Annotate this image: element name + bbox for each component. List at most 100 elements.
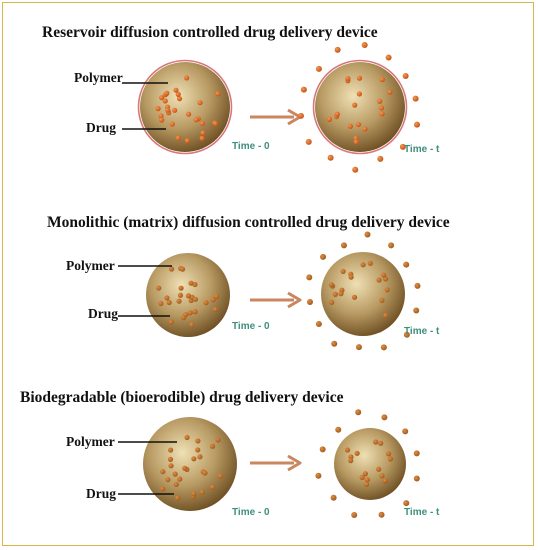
drug-particle <box>184 138 191 144</box>
released-drug-particle <box>331 340 338 347</box>
drug-particle <box>158 113 164 119</box>
drug-particle <box>168 319 174 325</box>
drug-particle <box>195 447 201 453</box>
drug-particle <box>383 312 389 319</box>
drug-particle <box>176 96 183 102</box>
drug-particle <box>384 287 390 293</box>
drug-particle <box>381 272 387 278</box>
drug-particle <box>167 447 174 453</box>
drug-particle <box>355 121 362 128</box>
drug-particle <box>192 309 198 315</box>
biodegradable-time-final: Time - t <box>404 507 440 518</box>
drug-particle <box>159 117 165 123</box>
arrow-head <box>287 291 302 309</box>
drug-particle <box>378 105 385 111</box>
monolithic-title: Monolithic (matrix) diffusion controlled… <box>47 214 450 231</box>
drug-particle <box>186 111 192 117</box>
biodegradable-panel-graphics <box>118 409 420 519</box>
released-drug-particle <box>327 154 334 161</box>
released-drug-particle <box>403 261 410 268</box>
drug-particle <box>175 91 181 97</box>
monolithic-panel-graphics <box>118 231 421 351</box>
drug-particle <box>182 465 188 471</box>
released-drug-particle <box>403 331 410 338</box>
drug-particle <box>348 274 354 280</box>
released-drug-particle <box>300 86 307 93</box>
drug-particle <box>158 300 164 307</box>
released-drug-particle <box>320 253 327 260</box>
drug-particle <box>159 95 165 101</box>
drug-particle <box>347 123 353 129</box>
drug-particle <box>172 107 178 113</box>
reservoir-time-final: Time - t <box>404 144 440 155</box>
released-drug-particle <box>355 409 362 416</box>
released-drug-particle <box>402 72 409 79</box>
arrow-head <box>287 454 302 472</box>
drug-particle <box>329 299 335 305</box>
released-drug-particle <box>319 446 326 453</box>
drug-particle <box>356 91 363 97</box>
drug-particle <box>203 300 209 306</box>
drug-particle <box>215 437 221 443</box>
monolithic-drug-label: Drug <box>88 306 118 321</box>
drug-particle <box>162 98 168 104</box>
drug-particle <box>175 135 181 141</box>
drug-particle <box>362 126 368 132</box>
released-drug-particle <box>305 138 312 145</box>
drug-particle <box>191 456 197 462</box>
drug-particle <box>351 294 358 300</box>
drug-particle <box>379 111 385 117</box>
drug-particle <box>156 285 162 291</box>
drug-particle <box>364 477 370 483</box>
drug-particle <box>363 481 370 487</box>
drug-particle <box>210 484 216 490</box>
released-drug-particle <box>414 121 421 128</box>
drug-particle <box>360 262 366 268</box>
drug-particle <box>332 291 338 298</box>
drug-particle <box>173 481 179 487</box>
drug-particle <box>377 98 383 104</box>
released-drug-particle <box>334 46 341 53</box>
drug-particle <box>386 451 392 457</box>
released-drug-particle <box>413 307 420 314</box>
released-drug-particle <box>351 512 358 519</box>
drug-particle <box>373 439 379 445</box>
released-drug-particle <box>388 242 395 249</box>
drug-particle <box>189 322 195 328</box>
polymer-sphere-final <box>334 428 406 500</box>
biodegradable-time-initial: Time - 0 <box>232 507 270 518</box>
drug-particle <box>353 139 359 145</box>
drug-particle <box>183 312 189 318</box>
monolithic-polymer-label: Polymer <box>66 258 115 273</box>
drug-particle <box>164 295 170 301</box>
biodegradable-drug-label: Drug <box>86 486 116 501</box>
drug-particle <box>367 260 373 266</box>
drug-particle <box>359 474 365 481</box>
drug-particle <box>353 135 359 141</box>
drug-particle <box>160 469 166 475</box>
released-drug-particle <box>413 475 420 482</box>
drug-particle <box>382 478 388 484</box>
drug-particle <box>179 266 186 272</box>
drug-particle <box>387 456 394 462</box>
drug-particle <box>165 107 171 113</box>
drug-particle <box>352 102 358 108</box>
drug-particle <box>177 476 183 482</box>
drug-particle <box>169 121 175 127</box>
released-drug-particle <box>378 511 385 518</box>
drug-particle <box>172 471 178 477</box>
drug-particle <box>176 298 182 304</box>
drug-particle <box>199 489 206 495</box>
monolithic-time-final: Time - t <box>404 326 440 337</box>
drug-particle <box>185 293 192 299</box>
drug-particle <box>326 116 333 122</box>
drug-particle <box>348 458 354 464</box>
drug-particle <box>192 296 199 302</box>
drug-particle <box>376 466 382 472</box>
reservoir-time-initial: Time - 0 <box>232 141 270 152</box>
drug-particle <box>184 75 190 81</box>
drug-particle <box>167 456 174 462</box>
drug-particle <box>202 470 208 476</box>
drug-particle <box>210 297 216 303</box>
